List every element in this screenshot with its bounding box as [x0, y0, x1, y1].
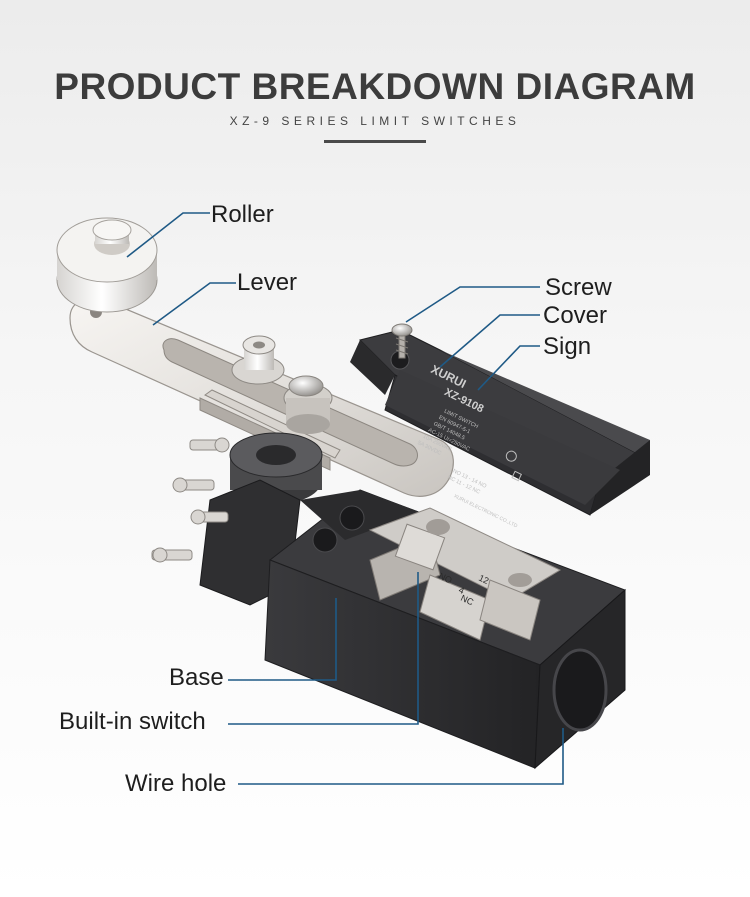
- label-cover: Cover: [543, 302, 608, 329]
- label-builtin-switch: Built-in switch: [59, 708, 206, 735]
- leader-base: [228, 598, 337, 681]
- leader-lines: [126, 212, 564, 785]
- page-subtitle: XZ-9 SERIES LIMIT SWITCHES: [229, 114, 521, 128]
- roller-part: [56, 217, 158, 313]
- base-part: [151, 432, 626, 770]
- label-screw: Screw: [545, 274, 612, 301]
- leader-screw: [405, 286, 540, 323]
- square-mark-icon: [511, 470, 523, 482]
- builtin-switch-part: NO 4 NC 12: [368, 507, 562, 641]
- page-title: PRODUCT BREAKDOWN DIAGRAM: [54, 66, 696, 107]
- leader-lever: [152, 282, 236, 326]
- switch-term-a: 4: [457, 585, 466, 596]
- leader-wire-hole: [238, 728, 564, 785]
- leader-cover: [439, 314, 540, 368]
- title-underline: [324, 140, 426, 143]
- label-base: Base: [169, 664, 224, 691]
- leader-sign: [477, 345, 540, 391]
- label-lever: Lever: [237, 269, 298, 296]
- leader-builtin-switch: [228, 572, 419, 725]
- ce-mark-icon: [505, 450, 517, 462]
- screw-part: [391, 323, 413, 359]
- label-sign: Sign: [543, 333, 592, 360]
- label-wire-hole: Wire hole: [125, 770, 227, 797]
- label-roller: Roller: [211, 201, 274, 228]
- switch-term-b: 12: [477, 573, 490, 586]
- leader-roller: [126, 212, 210, 258]
